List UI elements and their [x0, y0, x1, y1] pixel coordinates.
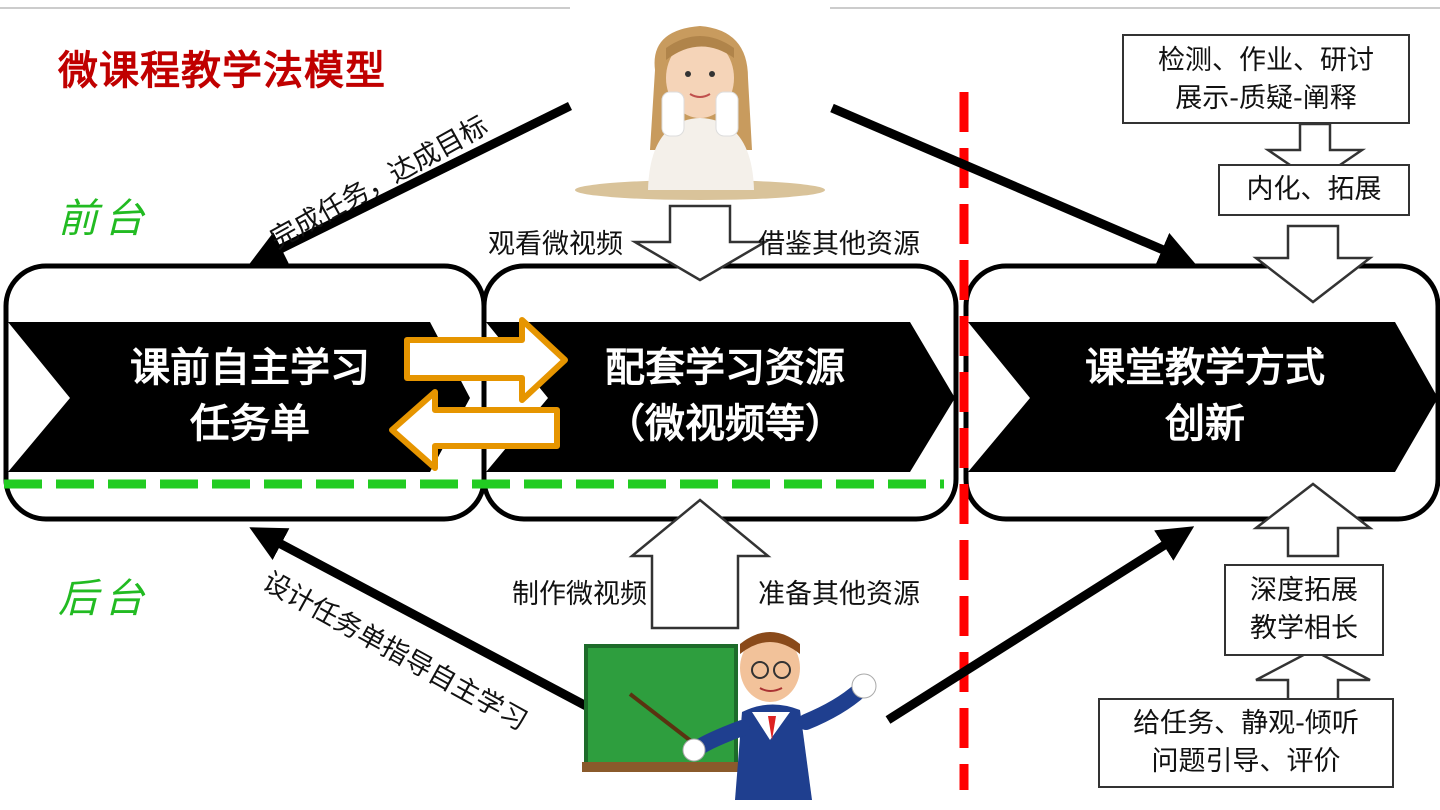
block-classroom: [968, 322, 1438, 472]
box-check-work: 检测、作业、研讨 展示-质疑-阐释: [1122, 34, 1410, 124]
stage-label-front: 前台: [58, 196, 150, 242]
arrow-to-task-sheet: [389, 389, 560, 471]
box-give-task-line2: 问题引导、评价: [1151, 746, 1341, 777]
arrow-right-up-2: [1255, 648, 1371, 702]
teacher-illustration: [582, 632, 877, 800]
block-resources-line1: 配套学习资源: [605, 345, 845, 391]
block-classroom-text: 课堂教学方式 创新: [1020, 340, 1390, 452]
arrow-right-up-1: [1252, 482, 1374, 558]
block-resources-line2: （微视频等）: [605, 401, 845, 447]
box-give-task-line1: 给任务、静观-倾听: [1133, 708, 1359, 739]
arrow-complete-task: [249, 101, 572, 265]
stage-label-back: 后台: [58, 576, 150, 622]
box-give-task: 给任务、静观-倾听 问题引导、评价: [1098, 698, 1394, 788]
box-internalize: 内化、拓展: [1218, 164, 1410, 216]
arrow-to-resources: [404, 317, 568, 403]
arrow-make-up: [628, 498, 772, 630]
box-check-work-line1: 检测、作业、研讨: [1158, 45, 1374, 76]
label-prepare-resources: 准备其他资源: [758, 579, 920, 610]
box-deepen-line2: 教学相长: [1250, 613, 1358, 644]
block-task-sheet-line1: 课前自主学习: [130, 345, 370, 391]
label-make-video: 制作微视频: [512, 579, 647, 610]
student-illustration: [573, 10, 828, 200]
block-classroom-line2: 创新: [1165, 401, 1245, 447]
arrow-watch-down: [630, 204, 770, 282]
block-task-sheet: [8, 322, 470, 472]
box-check-work-line2: 展示-质疑-阐释: [1175, 83, 1357, 114]
arrow-teacher-to-classroom: [885, 526, 1195, 724]
block-task-sheet-text: 课前自主学习 任务单: [60, 340, 440, 452]
box-deepen-line1: 深度拓展: [1250, 575, 1358, 606]
arrow-right-down-2: [1252, 224, 1374, 304]
block-task-sheet-line2: 任务单: [190, 401, 310, 447]
block-resources: [486, 322, 955, 472]
box-deepen: 深度拓展 教学相长: [1224, 564, 1384, 656]
label-borrow-resources: 借鉴其他资源: [758, 229, 920, 260]
page-title: 微课程教学法模型: [58, 48, 386, 94]
block-classroom-line1: 课堂教学方式: [1085, 345, 1325, 391]
block-resources-text: 配套学习资源 （微视频等）: [540, 340, 910, 452]
arrow-design-task: [249, 527, 593, 712]
arrow-student-to-classroom: [830, 103, 1196, 267]
label-watch-video: 观看微视频: [488, 229, 623, 260]
